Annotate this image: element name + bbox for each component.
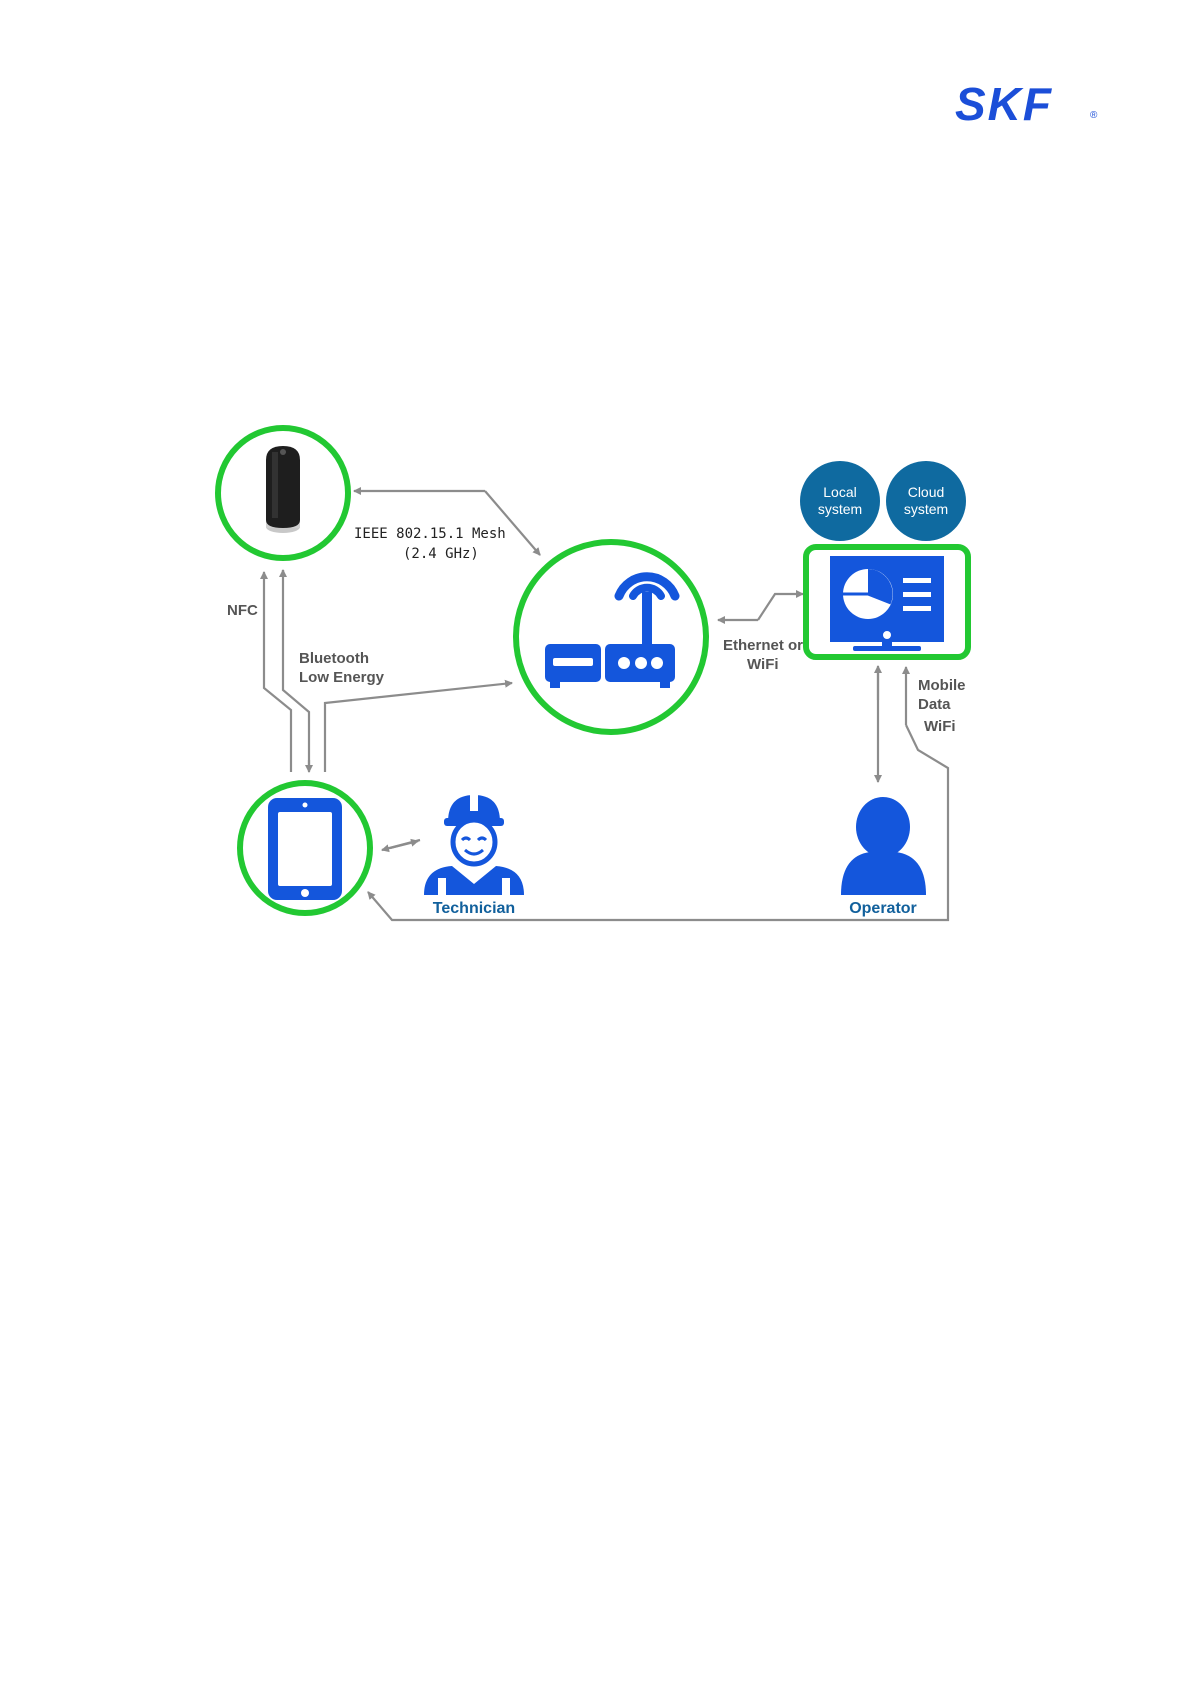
cloud-system-line1: Cloud bbox=[908, 484, 945, 500]
technician-figure: Technician bbox=[424, 795, 524, 917]
ethernet-link-to-monitor bbox=[758, 594, 803, 620]
gateway-node bbox=[516, 542, 706, 732]
mesh-link-to-gateway bbox=[485, 491, 540, 555]
mesh-label-line1: IEEE 802.15.1 Mesh bbox=[354, 526, 506, 542]
technician-link-to-technician bbox=[390, 841, 418, 848]
local-system-line1: Local bbox=[823, 484, 856, 500]
operator-label: Operator bbox=[849, 900, 917, 917]
ble-label-line2: Low Energy bbox=[299, 669, 385, 686]
mobile-label-line1: Mobile bbox=[918, 677, 966, 694]
tablet-icon bbox=[268, 798, 342, 900]
monitor-node bbox=[806, 547, 968, 657]
mobile-label-line3: WiFi bbox=[924, 718, 956, 735]
sensor-node bbox=[218, 428, 348, 558]
ble-label-line1: Bluetooth bbox=[299, 650, 369, 667]
nfc-link bbox=[264, 572, 291, 772]
mobile-label-line2: Data bbox=[918, 696, 951, 713]
operator-figure: Operator bbox=[841, 797, 926, 917]
mesh-label-line2: (2.4 GHz) bbox=[403, 546, 479, 562]
cloud-system-bubble: Cloud system bbox=[886, 461, 966, 541]
ethernet-label-line2: WiFi bbox=[747, 656, 779, 673]
logo-text: SKF bbox=[955, 78, 1053, 130]
registered-mark: ® bbox=[1090, 110, 1098, 121]
local-system-bubble: Local system bbox=[800, 461, 880, 541]
technician-icon bbox=[424, 795, 524, 896]
technician-label: Technician bbox=[433, 900, 515, 917]
wireless-sensor-icon bbox=[266, 446, 300, 533]
skf-logo: SKF ® bbox=[955, 78, 1098, 130]
tablet-node bbox=[240, 783, 370, 913]
operator-icon bbox=[841, 797, 926, 895]
mesh-label: IEEE 802.15.1 Mesh (2.4 GHz) bbox=[354, 526, 506, 562]
ethernet-label-line1: Ethernet or bbox=[723, 637, 803, 654]
ble-label: Bluetooth Low Energy bbox=[299, 650, 385, 686]
local-system-line2: system bbox=[818, 501, 862, 517]
monitor-chart-icon bbox=[830, 556, 944, 651]
nfc-label: NFC bbox=[227, 602, 258, 619]
cloud-system-line2: system bbox=[904, 501, 948, 517]
tablet-gateway-link bbox=[325, 683, 512, 772]
mobile-label: Mobile Data WiFi bbox=[918, 677, 966, 735]
ethernet-label: Ethernet or WiFi bbox=[723, 637, 803, 673]
gateway-ring bbox=[516, 542, 706, 732]
